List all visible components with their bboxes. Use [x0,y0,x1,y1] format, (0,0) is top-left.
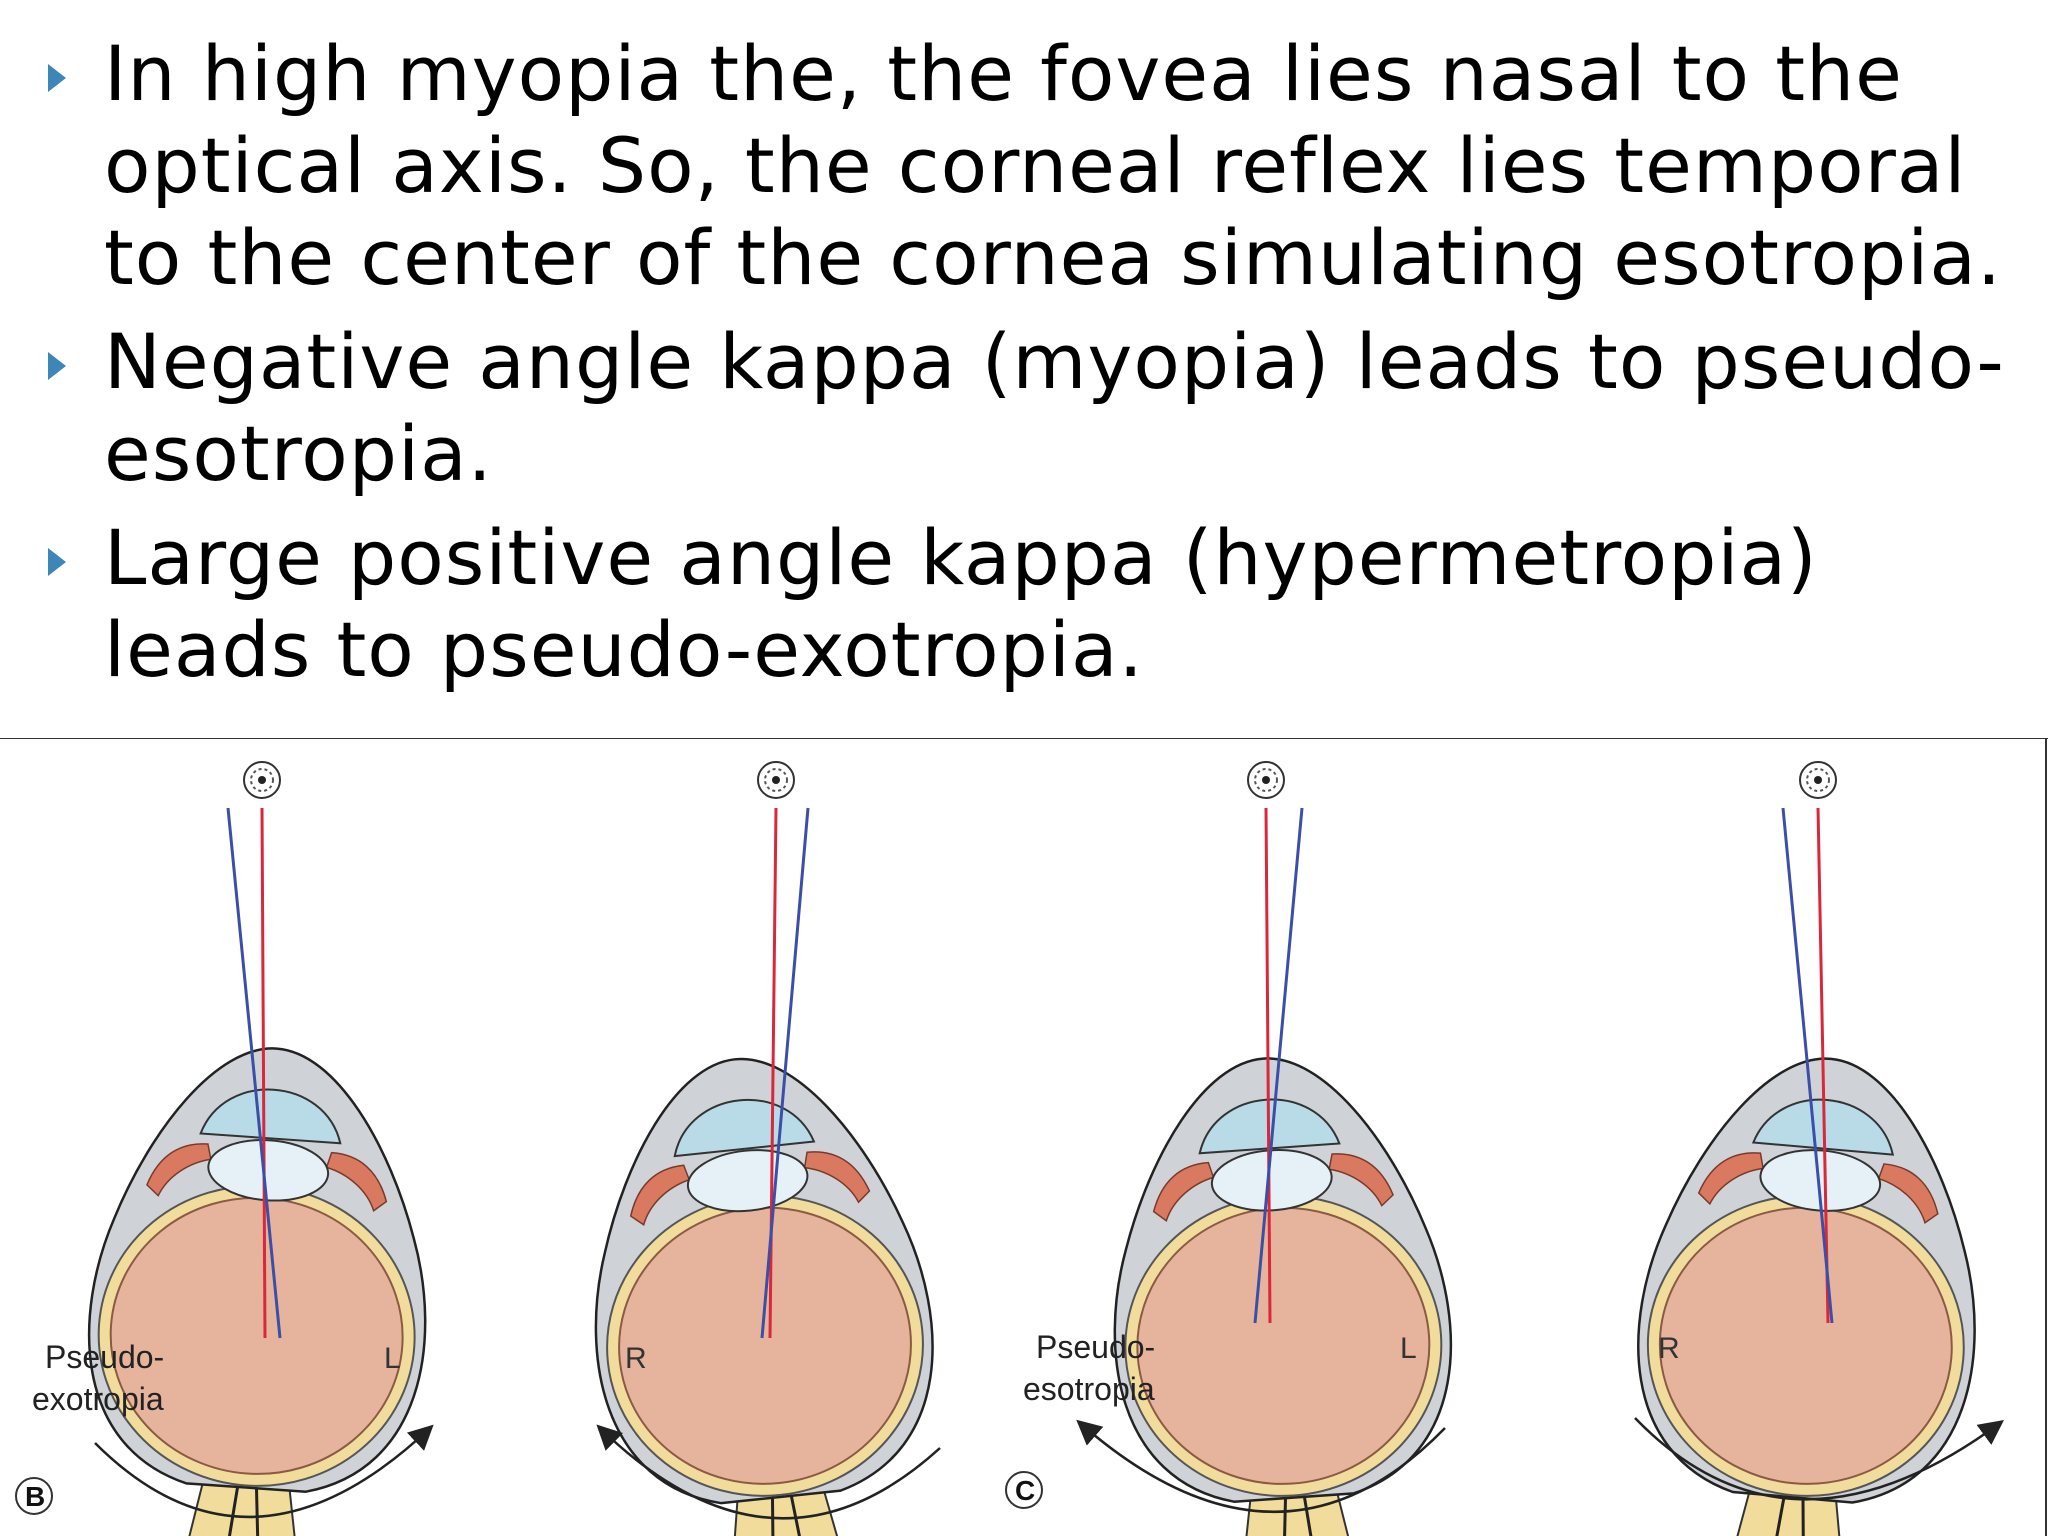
eye-diagram-b-left [71,761,446,1536]
panel-b-letter: B [25,1481,45,1512]
eye-diagram-c-right [1616,761,2000,1536]
fixation-target-icon [1247,761,1285,799]
pupillary-axis-line [1781,807,1834,1324]
pupillary-axis-line [760,807,810,1339]
visual-axis-line [1264,807,1272,1324]
visual-axis-line [260,807,267,1339]
bullet-text: Large positive angle kappa (hypermetropi… [104,513,1818,694]
pupillary-axis-line [226,807,282,1339]
fixation-target-icon [1799,761,1837,799]
eye-diagram-b-right [566,761,958,1536]
curved-arrow-icon [596,1424,941,1520]
panel-c-left-eye-label: L [1400,1332,1417,1365]
panel-b-right-eye-label: R [625,1342,647,1375]
curved-arrow-icon [94,1424,434,1519]
bullet-text: Negative angle kappa (myopia) leads to p… [104,317,2005,498]
bullet-item: In high myopia the, the fovea lies nasal… [0,28,2048,304]
curved-arrow-icon [1076,1419,1446,1513]
bullet-item: Negative angle kappa (myopia) leads to p… [0,316,2048,500]
bullet-marker-icon [48,352,66,380]
fixation-target-icon [243,761,281,799]
eye-diagram-figure: Pseudo- exotropia L R B Pseudo- esotropi… [0,738,2048,1536]
panel-c-condition-line1: Pseudo- [1036,1329,1155,1365]
bullet-item: Large positive angle kappa (hypermetropi… [0,512,2048,696]
panel-b-condition-line1: Pseudo- [45,1339,164,1375]
panel-c-right-eye-label: R [1658,1332,1680,1365]
curved-arrow-icon [1634,1417,2005,1501]
panel-b-badge [15,1477,53,1515]
pupillary-axis-line [1253,807,1304,1324]
bullet-marker-icon [48,64,66,92]
bullet-list: In high myopia the, the fovea lies nasal… [0,28,2048,708]
fixation-target-icon [757,761,795,799]
eye-diagram-c-left [1094,761,1469,1536]
eyeball-illustration [566,1040,958,1536]
panel-b-left-eye-label: L [384,1342,401,1375]
panel-c-condition-line2: esotropia [1023,1371,1155,1407]
visual-axis-line [1816,807,1830,1324]
panel-c-badge [1005,1471,1043,1509]
eyeball-illustration [1094,1045,1469,1536]
bullet-marker-icon [48,548,66,576]
bullet-text: In high myopia the, the fovea lies nasal… [104,29,2003,302]
panel-c-letter: C [1015,1475,1035,1506]
panel-b-condition-line2: exotropia [32,1381,164,1417]
